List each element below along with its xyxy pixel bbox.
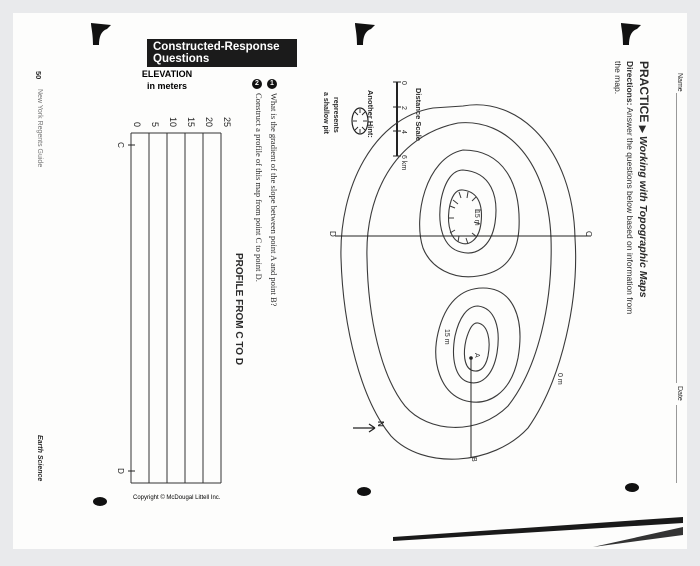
- binder-hole-right: [625, 483, 639, 492]
- page-edge-shadow: [393, 517, 683, 547]
- date-line: [676, 405, 677, 483]
- contour-5m: [366, 122, 552, 428]
- binder-mark-top-middle: [355, 23, 375, 45]
- binder-mark-top-right: [621, 23, 641, 45]
- contour-label-15m-north: 15 m: [443, 329, 450, 345]
- binder-hole-left: [93, 497, 107, 506]
- north-arrow-icon: [353, 423, 376, 433]
- y-tick-label-25: 25: [222, 117, 232, 127]
- y-tick-label-20: 20: [204, 117, 214, 127]
- date-label: Date: [676, 386, 683, 401]
- question-2-number: 2: [252, 79, 262, 89]
- binder-hole-middle: [357, 487, 371, 496]
- point-d-label: D: [328, 231, 337, 237]
- directions-label: Directions:: [625, 61, 635, 106]
- subject-name: Earth Science: [36, 435, 43, 482]
- pit-contour: [447, 189, 483, 245]
- y-tick-label-0: 0: [132, 122, 142, 127]
- y-tick-label-5: 5: [150, 122, 160, 127]
- practice-subtitle: Working with Topographic Maps: [637, 135, 649, 298]
- pit-hachures: [448, 191, 481, 245]
- contour-10m-north: [435, 287, 521, 403]
- contour-20m-north: [463, 322, 490, 372]
- directions-text: Answer the questions below based on info…: [625, 107, 635, 315]
- contour-label-15m-south: 15 m: [473, 210, 480, 226]
- contour-label-0m: 0 m: [556, 373, 563, 385]
- elevation-unit: in meters: [146, 81, 188, 91]
- page-number: 50: [34, 71, 43, 80]
- constructed-response-banner: Constructed-Response Questions: [147, 39, 297, 67]
- x-endpoint-label-d: D: [116, 468, 125, 474]
- play-triangle-icon: ▶: [638, 125, 648, 133]
- practice-title: PRACTICE ▶ Working with Topographic Maps: [637, 61, 651, 298]
- banner-line-2: Questions: [153, 53, 210, 65]
- question-1-number: 1: [267, 79, 277, 89]
- contour-15m-north: [452, 305, 499, 384]
- profile-chart: 0 5 10 15 20 25C D: [116, 117, 232, 484]
- question-2-text: Construct a profile of this map from poi…: [254, 93, 264, 282]
- name-line: [676, 93, 677, 383]
- elevation-label: ELEVATION: [141, 69, 193, 79]
- distance-scale-bar: [393, 81, 401, 157]
- contour-15m-south: [439, 169, 497, 254]
- worksheet-page: Name Date PRACTICE ▶ Working with Topogr…: [13, 13, 687, 549]
- point-b-label: B: [470, 457, 477, 462]
- copyright: Copyright © McDougal Littell Inc.: [133, 495, 221, 501]
- north-label: N: [376, 421, 385, 427]
- contour-0m: [340, 104, 577, 460]
- guide-name: New York Regents Guide: [36, 89, 43, 168]
- point-a-dot: [469, 356, 473, 360]
- y-tick-label-15: 15: [186, 117, 196, 127]
- topographic-map: [335, 104, 591, 460]
- name-label: Name: [676, 73, 683, 92]
- question-1-text: What is the gradient of the slope betwee…: [269, 93, 279, 307]
- x-endpoint-label-c: C: [116, 142, 125, 148]
- contour-10m-south: [419, 149, 520, 278]
- binder-mark-top-left: [91, 23, 111, 45]
- point-c-label: C: [584, 231, 593, 237]
- banner-line-1: Constructed-Response: [153, 41, 280, 53]
- shallow-pit-symbol-icon: [351, 107, 369, 135]
- directions-line-2: the map.: [613, 61, 623, 95]
- y-tick-label-10: 10: [168, 117, 178, 127]
- practice-label: PRACTICE: [637, 61, 651, 123]
- point-a-label: A: [473, 353, 480, 358]
- directions-line-1: Directions: Answer the questions below b…: [625, 61, 635, 314]
